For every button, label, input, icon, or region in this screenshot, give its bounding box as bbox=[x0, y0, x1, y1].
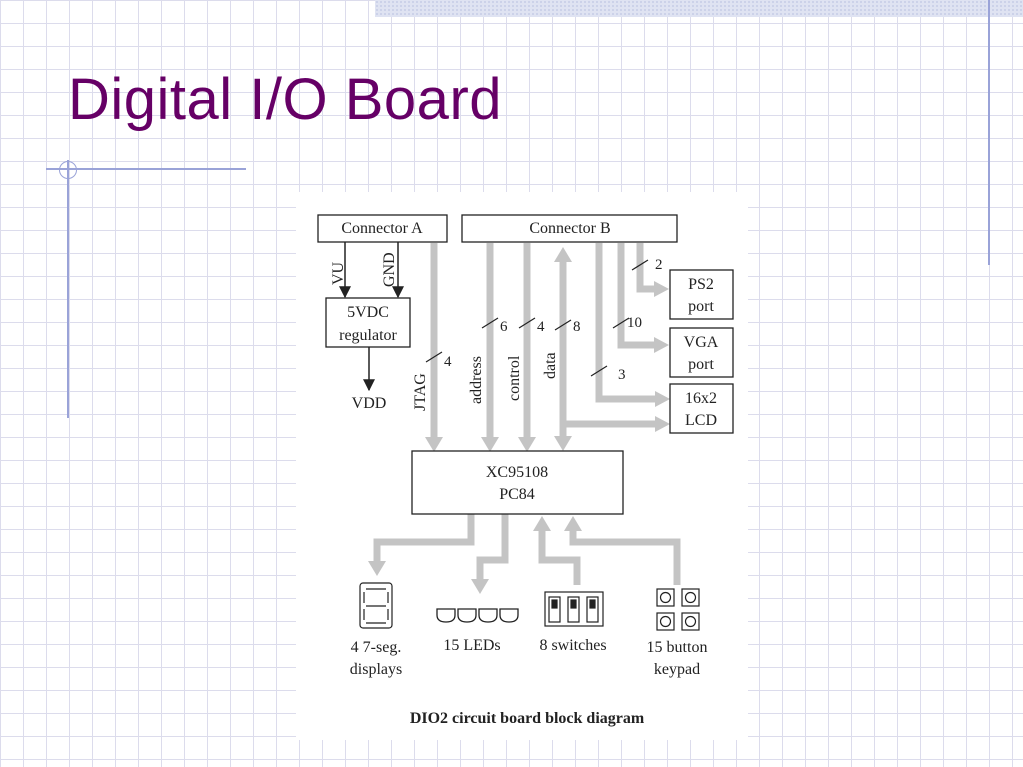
ps2-box bbox=[669, 269, 734, 320]
connector-a-label: Connector A bbox=[341, 220, 423, 237]
switch-icons bbox=[544, 591, 604, 627]
switches-label: 8 switches bbox=[539, 637, 606, 654]
power-arrows bbox=[339, 242, 404, 392]
bus-lines bbox=[373, 243, 681, 585]
switch-icon bbox=[567, 596, 580, 623]
ps2-width: 2 bbox=[655, 257, 663, 273]
jtag-tick bbox=[425, 351, 443, 363]
lcd-width: 3 bbox=[618, 367, 626, 383]
data-width: 8 bbox=[573, 319, 581, 335]
keypad-button-icon bbox=[656, 588, 675, 607]
keypad-bus bbox=[569, 530, 681, 585]
switch-icon bbox=[586, 596, 599, 623]
ps2-arrowhead bbox=[654, 281, 669, 297]
address-tick bbox=[481, 317, 499, 329]
connector-b-box bbox=[461, 214, 678, 243]
rule-ring bbox=[59, 161, 77, 179]
keypad-button-icon bbox=[681, 612, 700, 631]
lcd-control-arrowhead bbox=[655, 391, 670, 407]
lcd-tick bbox=[590, 365, 608, 377]
jtag-arrowhead bbox=[425, 437, 443, 452]
seven-segment-icon bbox=[359, 582, 393, 629]
keypad-button-icon bbox=[656, 612, 675, 631]
vu-label: VU bbox=[330, 261, 347, 285]
jtag-width: 4 bbox=[444, 354, 452, 370]
right-rule bbox=[988, 0, 990, 265]
keypad-arrowhead bbox=[564, 516, 582, 531]
displays-label-2: displays bbox=[350, 661, 402, 678]
led-icon bbox=[478, 608, 498, 623]
keypad-label-2: keypad bbox=[654, 661, 700, 678]
led-icon bbox=[457, 608, 477, 623]
block-labels: Connector A Connector B 5VDC regulator X… bbox=[339, 220, 719, 503]
displays-label-1: 4 7-seg. bbox=[351, 639, 402, 656]
regulator-box bbox=[325, 297, 411, 348]
cpld-label-1: XC95108 bbox=[486, 464, 548, 481]
data-tick bbox=[554, 319, 572, 331]
vga-width: 10 bbox=[627, 315, 642, 331]
lcd-box bbox=[669, 383, 734, 434]
bus-arrowheads bbox=[368, 247, 670, 594]
leds-label: 15 LEDs bbox=[443, 637, 500, 654]
address-arrowhead bbox=[481, 437, 499, 452]
keypad-icons bbox=[656, 588, 700, 631]
block-boxes bbox=[317, 214, 734, 515]
vga-arrowhead bbox=[654, 337, 669, 353]
control-arrowhead bbox=[518, 437, 536, 452]
bus-width-ticks bbox=[425, 259, 649, 377]
block-diagram-figure: 4 6 4 8 3 10 2 Connector A Connector B 5… bbox=[296, 192, 748, 740]
bus-width-labels: 4 6 4 8 3 10 2 bbox=[444, 257, 663, 383]
address-width: 6 bbox=[500, 319, 508, 335]
led-icon bbox=[436, 608, 456, 623]
ps2-tick bbox=[631, 259, 649, 271]
vga-box bbox=[669, 327, 734, 378]
header-band bbox=[375, 0, 1023, 17]
address-label: address bbox=[468, 356, 485, 404]
ps2-label-2: port bbox=[688, 298, 714, 315]
leds-arrowhead bbox=[471, 579, 489, 594]
regulator-label-1: 5VDC bbox=[347, 304, 389, 321]
switches-arrowhead bbox=[533, 516, 551, 531]
keypad-button-icon bbox=[681, 588, 700, 607]
block-diagram: 4 6 4 8 3 10 2 Connector A Connector B 5… bbox=[317, 214, 734, 727]
signal-labels: VU GND JTAG address control data bbox=[330, 252, 559, 411]
left-rule bbox=[67, 160, 69, 418]
cpld-label-2: PC84 bbox=[499, 486, 535, 503]
title-underline bbox=[46, 168, 246, 170]
led-icon bbox=[499, 608, 519, 623]
control-width: 4 bbox=[537, 319, 545, 335]
switches-bus bbox=[538, 530, 581, 585]
regulator-label-2: regulator bbox=[339, 327, 397, 344]
ps2-label-1: PS2 bbox=[688, 276, 714, 293]
peripheral-labels: 4 7-seg. displays 15 LEDs 8 switches 15 … bbox=[350, 637, 708, 678]
vga-label-1: VGA bbox=[684, 334, 719, 351]
vga-label-2: port bbox=[688, 356, 714, 373]
vga-tick bbox=[612, 317, 630, 329]
data-down-arrowhead bbox=[554, 436, 572, 451]
jtag-label: JTAG bbox=[412, 373, 429, 411]
lcd-label-1: 16x2 bbox=[685, 390, 717, 407]
connector-b-label: Connector B bbox=[529, 220, 610, 237]
vga-bus bbox=[617, 243, 655, 349]
keypad-label-1: 15 button bbox=[647, 639, 708, 656]
vdd-label: VDD bbox=[352, 395, 387, 412]
ps2-bus bbox=[636, 243, 655, 293]
slide-title: Digital I/O Board bbox=[68, 67, 503, 132]
connector-a-box bbox=[317, 214, 448, 243]
switch-icon bbox=[548, 596, 561, 623]
displays-bus bbox=[373, 514, 475, 562]
diagram-caption: DIO2 circuit board block diagram bbox=[410, 710, 645, 727]
displays-arrowhead bbox=[368, 561, 386, 576]
gnd-label: GND bbox=[381, 252, 398, 287]
lcd-control-bus bbox=[595, 243, 657, 403]
lcd-data-arrowhead bbox=[655, 416, 670, 432]
led-icons bbox=[436, 608, 519, 623]
cpld-box bbox=[411, 450, 624, 515]
data-label: data bbox=[542, 352, 559, 379]
leds-bus bbox=[476, 514, 509, 580]
lcd-label-2: LCD bbox=[685, 412, 717, 429]
control-tick bbox=[518, 317, 536, 329]
data-up-arrowhead bbox=[554, 247, 572, 262]
control-label: control bbox=[506, 355, 523, 401]
